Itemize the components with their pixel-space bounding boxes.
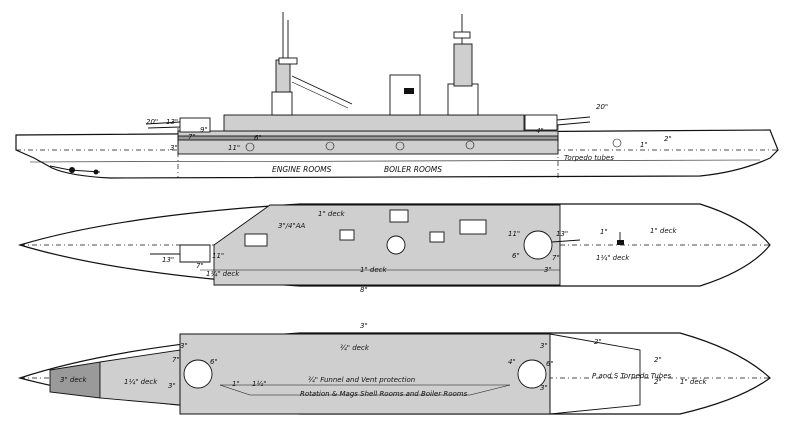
lower-deck-plan: 3" ¾" deck 3" deck 1¼" deck 1" deck ¾" F… <box>17 322 771 415</box>
upper-label-4in: 3"/4"AA <box>278 222 305 230</box>
upper-aft-barbette <box>523 230 553 260</box>
deck-fitting-3 <box>244 233 268 247</box>
lower-label-funnel: ¾" Funnel and Vent protection <box>308 376 415 384</box>
upper-label-1-right: 1" <box>600 228 608 236</box>
profile-label-boiler-rooms: BOILER ROOMS <box>384 165 442 174</box>
upper-label-deck1-right: 1" deck <box>650 227 677 235</box>
deck-fitting-5 <box>429 231 445 243</box>
lower-label-top-3: 3" <box>360 322 368 330</box>
upper-label-deck14-right: 1¼" deck <box>596 254 630 262</box>
lower-deck-line <box>29 159 761 163</box>
profile-label-4: 4" <box>536 127 544 135</box>
upper-deck-plan: 1" deck 1" deck 1" deck 1¼" deck 1¼" dec… <box>17 203 771 294</box>
lower-fwd-barbette <box>517 359 547 389</box>
lower-label-l1b: 1½" <box>252 380 266 388</box>
upper-label-7-left: 7" <box>196 262 204 270</box>
lower-label-deck5-left: 3" deck <box>60 376 87 384</box>
lower-label-deck34: ¾" deck <box>340 344 370 352</box>
upper-fwd-barbette <box>179 244 211 263</box>
scuttle-2 <box>325 141 335 151</box>
upper-aft-guns <box>551 239 581 243</box>
upper-label-7-right: 7" <box>552 254 560 262</box>
lower-label-magazine: Rotation & Mags Shell Rooms and Boiler R… <box>300 390 468 398</box>
lower-label-deck1-left: 1¼" deck <box>124 378 158 386</box>
scuttle-4 <box>465 140 475 150</box>
citadel-armor <box>223 114 525 132</box>
profile-label-engine-rooms: ENGINE ROOMS <box>272 165 332 174</box>
lower-inner-shape <box>219 384 511 396</box>
lower-label-l3b: 3" <box>168 382 176 390</box>
lower-label-torpedo: P and S Torpedo Tubes <box>592 372 672 380</box>
deck-fitting-4 <box>339 229 355 241</box>
funnel <box>389 74 421 116</box>
upper-label-deck1-top: 1" deck <box>318 210 345 218</box>
forward-gun-barrel <box>145 121 181 125</box>
deck-fitting-2 <box>459 219 487 235</box>
upper-label-13-right: 13" <box>556 230 568 238</box>
main-mast-tower <box>453 43 473 87</box>
lower-label-deck1-right: 1" deck <box>680 378 707 386</box>
profile-label-2: 2" <box>664 135 672 143</box>
fore-top <box>278 57 298 65</box>
main-mast-base <box>447 83 479 116</box>
profile-view: 20" 20" 13" 9" 11" 6" 7" 3" 2" 4" 1" ENG… <box>15 12 779 179</box>
lower-fwd-taper <box>549 333 641 415</box>
upper-label-8-bottom: 8" <box>360 286 368 294</box>
forward-gun-barrel-2 <box>147 126 181 129</box>
main-top <box>453 31 471 39</box>
profile-label-20-aft: 20" <box>596 103 608 111</box>
profile-label-1: 1" <box>640 141 648 149</box>
lower-label-r3a: 3" <box>540 342 548 350</box>
anchor <box>69 167 75 173</box>
lower-label-l3a: 3" <box>180 342 188 350</box>
lower-label-r2b: 2" <box>654 356 662 364</box>
profile-label-11: 11" <box>228 144 240 152</box>
lower-label-r6: 6" <box>546 360 554 368</box>
aft-gun-barrel <box>556 116 591 121</box>
lower-aft-barbette <box>183 359 213 389</box>
lower-label-r2a: 2" <box>594 338 602 346</box>
upper-label-deck1-center: 1" deck <box>360 266 387 274</box>
upper-label-11-right: 11" <box>508 230 520 238</box>
profile-label-torpedo: Torpedo tubes <box>564 154 614 162</box>
upper-label-6-right: 6" <box>512 252 520 260</box>
aft-turret <box>524 114 558 131</box>
lower-label-r3b: 3" <box>540 384 548 392</box>
profile-label-20-fwd: 20" <box>146 118 158 126</box>
scuttle-1 <box>245 142 255 152</box>
scuttle-3 <box>395 141 405 151</box>
forward-turret <box>179 117 211 133</box>
derrick-boom-2 <box>291 81 349 109</box>
upper-label-13-left: 13" <box>162 256 174 264</box>
profile-label-9: 9" <box>200 126 208 134</box>
aft-gun-barrel-2 <box>556 121 591 126</box>
profile-label-13: 13" <box>166 118 178 126</box>
funnel-detail <box>404 88 414 94</box>
lower-label-l7: 7" <box>172 356 180 364</box>
aft-fitting-base <box>617 240 624 245</box>
lower-label-l1a: 1" <box>232 380 240 388</box>
lower-label-r2c: 2" <box>654 378 662 386</box>
upper-label-deck14-left: 1¼" deck <box>206 270 240 278</box>
upper-label-11-left: 11" <box>212 252 224 260</box>
upper-label-3-right: 3" <box>544 266 552 274</box>
forward-bridge <box>271 91 293 116</box>
derrick-boom <box>291 75 353 105</box>
lower-label-l4: 4" <box>508 358 516 366</box>
lower-label-l6a: 6" <box>210 358 218 366</box>
profile-label-6: 6" <box>254 134 262 142</box>
funnel-plan <box>386 235 406 255</box>
fore-mast-tower <box>275 59 291 93</box>
profile-label-7: 7" <box>188 133 196 141</box>
anchor-2 <box>93 169 99 175</box>
scuttle-5 <box>612 138 622 148</box>
armor-belt-strake <box>177 135 559 141</box>
profile-label-3: 3" <box>170 144 178 152</box>
deck-fitting-1 <box>389 209 409 223</box>
